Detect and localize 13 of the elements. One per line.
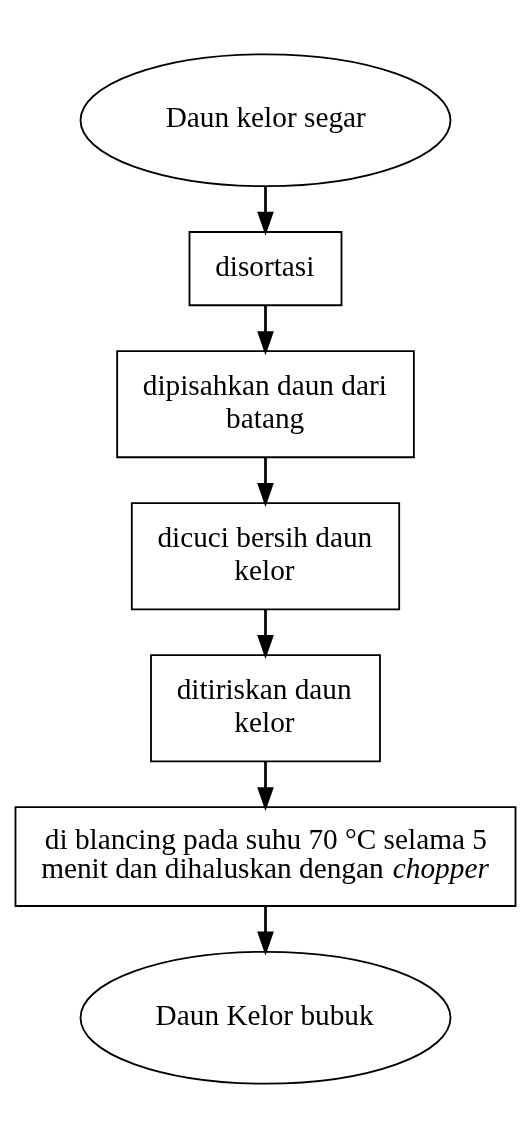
- node-ellipse: Daun Kelor bubuk: [79, 950, 452, 1085]
- arrow: [257, 305, 274, 355]
- node-ellipse: Daun kelor segar: [79, 52, 452, 187]
- arrow: [257, 457, 274, 507]
- node-box: dipisahkan daun dari batang: [116, 349, 415, 458]
- node-box: di blancing pada suhu 70 °C selama 5 menit dan dihaluskan dengan chopper: [14, 805, 517, 907]
- node-box: ditiriskan daun kelor: [150, 653, 381, 762]
- node-box: disortasi: [188, 230, 343, 306]
- node-box: dicuci bersih daun kelor: [130, 501, 401, 610]
- arrow: [257, 609, 274, 659]
- arrow: [257, 760, 274, 811]
- arrow: [257, 906, 274, 955]
- arrow: [257, 186, 274, 236]
